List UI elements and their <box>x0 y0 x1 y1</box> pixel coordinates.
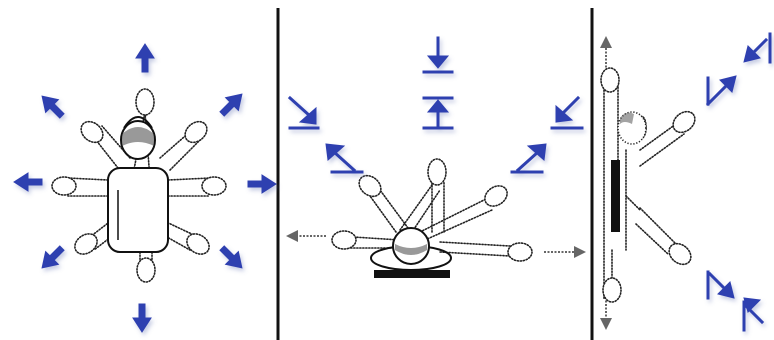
torso-top-view <box>107 167 169 253</box>
front-direction-arrows <box>705 32 772 332</box>
panel-front-view <box>600 32 772 332</box>
arrow-down-icon <box>132 303 152 333</box>
head-side-view <box>392 227 430 265</box>
base-bar <box>374 270 450 278</box>
head-top-view <box>120 116 156 160</box>
arrow-up-right-bar-icon <box>510 143 547 174</box>
hand <box>136 257 156 283</box>
hand <box>74 233 98 255</box>
arrow-up-left-bar-icon <box>325 143 364 174</box>
hand <box>51 176 77 196</box>
arrow-down-right-corner-icon <box>706 270 735 300</box>
hand <box>427 158 447 186</box>
back-bar <box>611 160 620 232</box>
hand <box>600 67 620 93</box>
grey-arrows <box>286 230 586 258</box>
hand <box>484 185 508 207</box>
panel-side-view <box>286 36 586 278</box>
hand <box>80 120 104 144</box>
arrow-down-left-icon <box>35 241 69 275</box>
hand <box>201 176 227 196</box>
arrow-down-bar-icon <box>422 36 454 74</box>
hand <box>668 242 692 266</box>
hand <box>672 110 696 134</box>
side-direction-arrows <box>287 36 584 174</box>
arrow-left-grey-icon <box>286 230 298 242</box>
arrow-down-right-bar-icon <box>287 95 320 130</box>
panel-top-view <box>13 43 277 333</box>
arrow-down-grey-icon <box>600 318 612 330</box>
arrow-up-grey-icon <box>600 36 612 48</box>
arrow-up-left-icon <box>35 89 69 123</box>
figure-front-view <box>600 67 696 303</box>
hand <box>331 230 357 250</box>
hand <box>184 120 208 144</box>
arrow-down-right-icon <box>215 241 249 275</box>
arrow-down-left-corner-icon <box>743 32 772 64</box>
arrow-down-left-bar-icon <box>550 95 584 130</box>
arrow-right-grey-icon <box>574 246 586 258</box>
arrow-up-icon <box>135 43 155 73</box>
arrow-right-icon <box>247 174 277 194</box>
hand <box>602 277 622 303</box>
arrow-up-left-corner-icon <box>742 297 765 332</box>
arrow-up-right-corner-icon <box>705 75 737 107</box>
hand <box>135 88 155 116</box>
arrow-up-right-icon <box>215 87 249 121</box>
hand <box>358 174 382 198</box>
hand <box>186 233 210 255</box>
arrow-up-bar-icon <box>422 96 454 130</box>
hand <box>507 242 533 262</box>
arrow-left-icon <box>13 172 43 192</box>
fanning-arms <box>331 158 533 262</box>
